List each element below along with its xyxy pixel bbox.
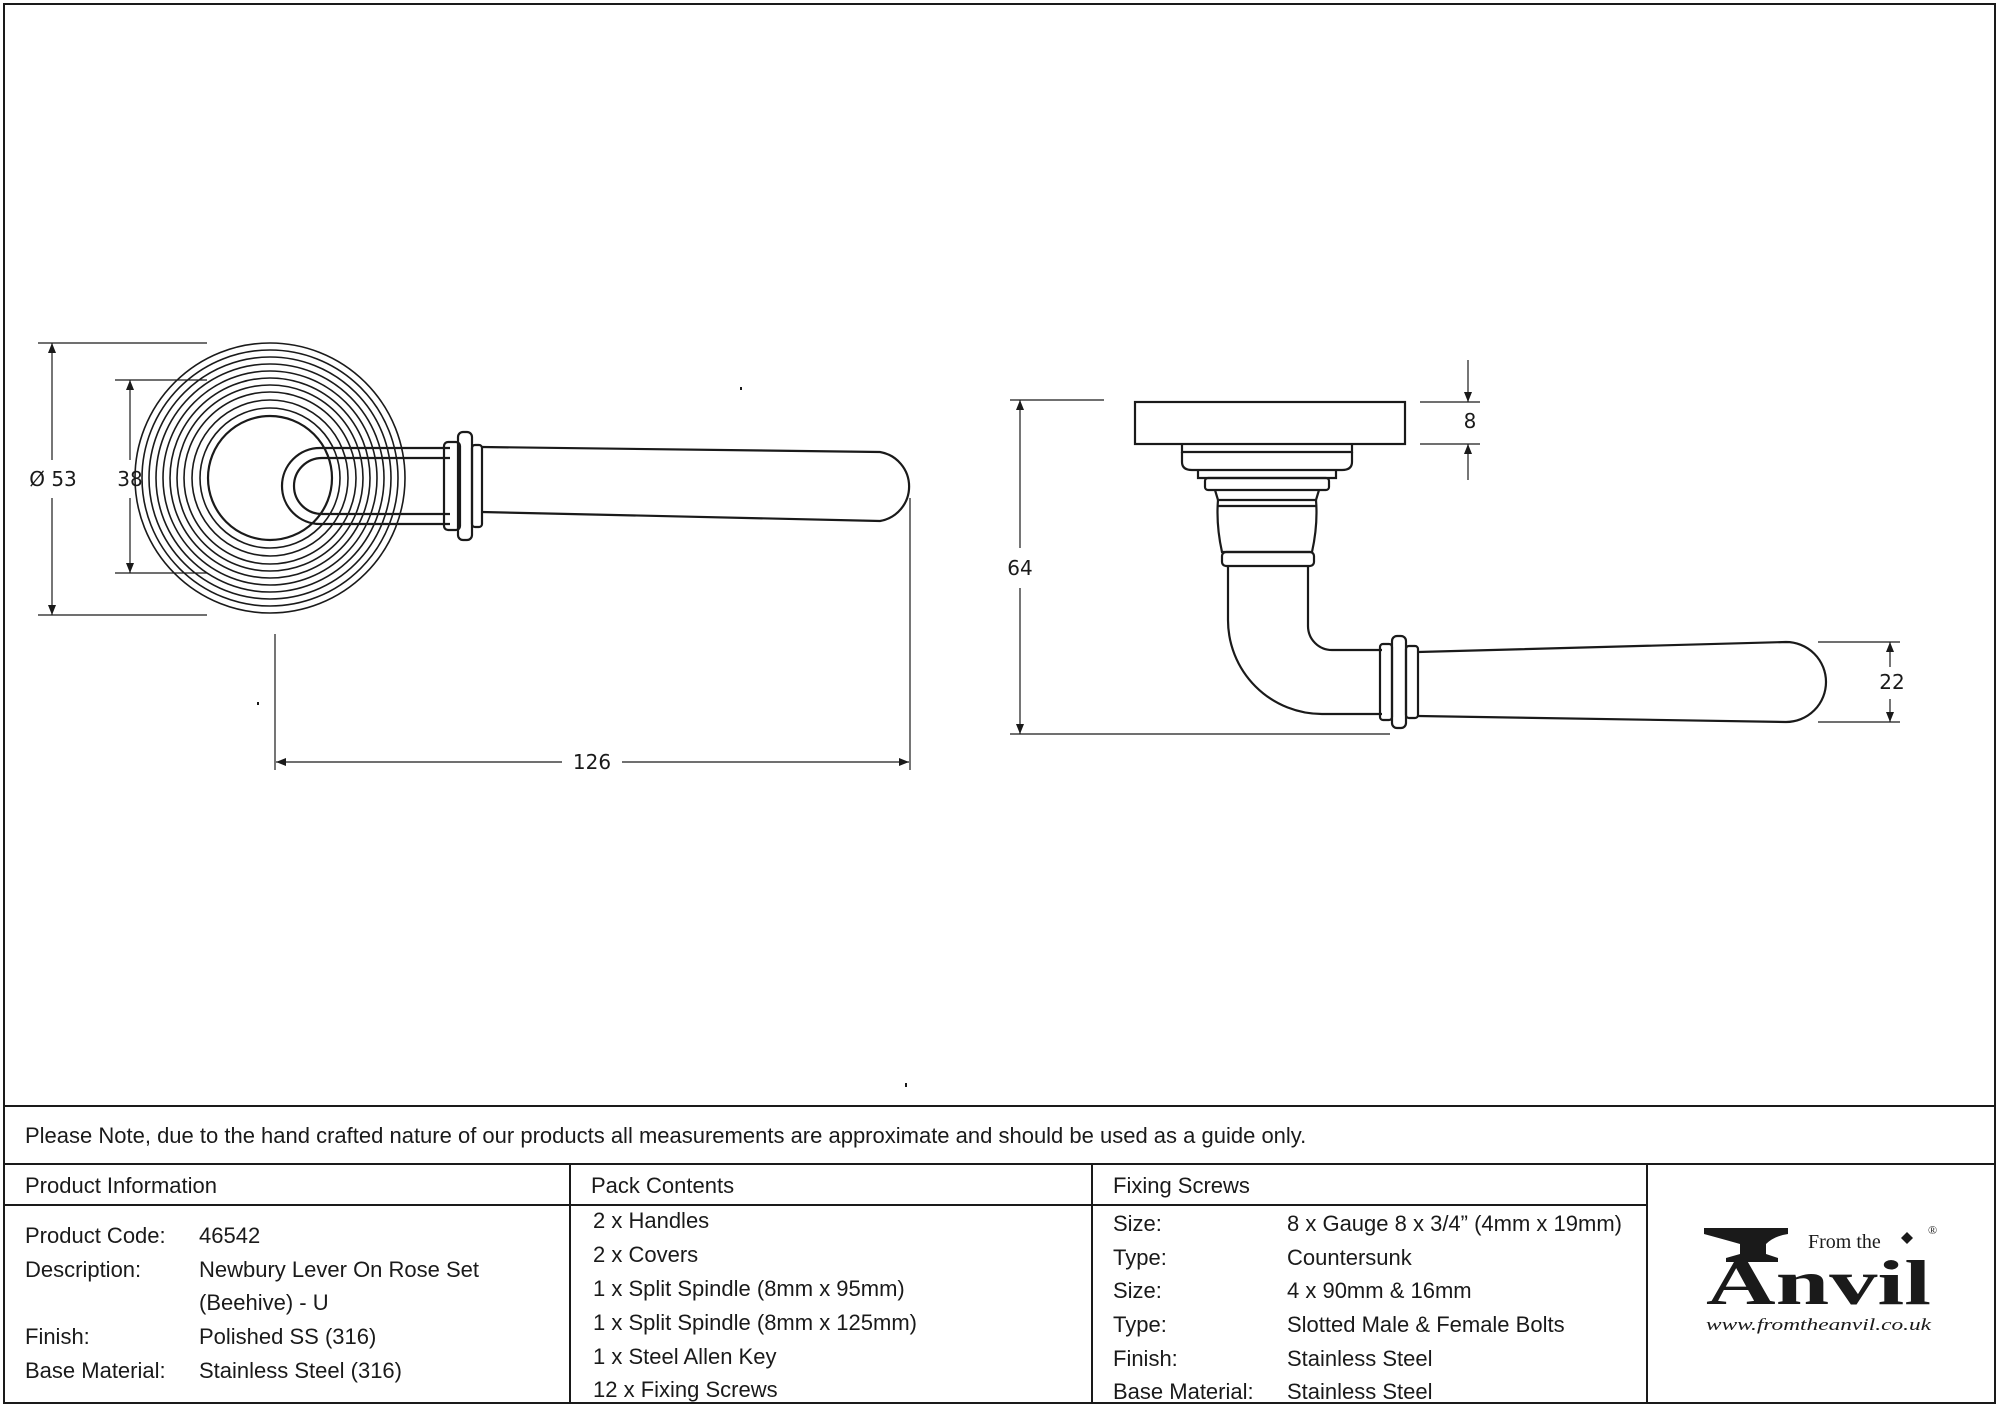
anvil-icon <box>1704 1228 1788 1262</box>
fixing-value: 4 x 90mm & 16mm <box>1287 1278 1472 1303</box>
fixing-label: Type: <box>1113 1312 1167 1337</box>
pack-item: 12 x Fixing Screws <box>593 1377 778 1402</box>
from-the-anvil-logo: From the ® Anvil www.fromtheanvil.co.uk <box>1704 1223 1937 1334</box>
pack-contents-heading: Pack Contents <box>591 1173 735 1198</box>
pack-item: 1 x Steel Allen Key <box>593 1344 777 1369</box>
registered-mark: ® <box>1928 1223 1937 1237</box>
fixing-value: Countersunk <box>1287 1245 1412 1270</box>
fixing-label: Type: <box>1113 1245 1167 1270</box>
disclaimer-note: Please Note, due to the hand crafted nat… <box>25 1123 1307 1148</box>
fixing-label: Finish: <box>1113 1346 1178 1371</box>
info-value: 46542 <box>199 1223 261 1248</box>
fixing-screws-panel: Fixing Screws Size: 8 x Gauge 8 x 3/4” (… <box>1091 1163 1648 1404</box>
product-information-heading: Product Information <box>25 1173 217 1198</box>
logo-panel: From the ® Anvil www.fromtheanvil.co.uk <box>1646 1163 1996 1404</box>
dim-projection: 64 <box>1007 556 1032 580</box>
fixing-label: Size: <box>1113 1211 1162 1236</box>
fixing-label: Size: <box>1113 1278 1162 1303</box>
sheet-specks <box>257 387 907 1087</box>
dim-rose-diameter: Ø 53 <box>29 467 77 491</box>
fixing-screws-heading: Fixing Screws <box>1113 1173 1250 1198</box>
fixing-value: 8 x Gauge 8 x 3/4” (4mm x 19mm) <box>1287 1211 1622 1236</box>
fixing-label: Base Material: <box>1113 1379 1254 1404</box>
logo-website-url: www.fromtheanvil.co.uk <box>1706 1315 1932 1334</box>
info-label: Base Material: <box>25 1358 166 1383</box>
dim-overall-length: 126 <box>573 750 611 774</box>
fixing-value: Stainless Steel <box>1287 1379 1433 1404</box>
pack-item: 2 x Covers <box>593 1242 699 1267</box>
technical-drawing: Ø 53 38 126 8 64 22 <box>29 342 1905 1087</box>
front-view-lever <box>280 430 911 542</box>
info-label: Description: <box>25 1257 142 1282</box>
info-value: Newbury Lever On Rose Set <box>199 1257 480 1282</box>
product-information-panel: Product Information Product Code: 46542 … <box>3 1163 571 1404</box>
logo-from-the: From the <box>1808 1231 1881 1253</box>
drawing-sheet-border <box>3 3 1996 1404</box>
fixing-value: Slotted Male & Female Bolts <box>1287 1312 1565 1337</box>
pack-item: 1 x Split Spindle (8mm x 95mm) <box>593 1276 905 1301</box>
side-view-dimensions <box>1010 360 1900 735</box>
front-view-dimensions <box>38 342 911 770</box>
front-view-rose <box>134 342 406 614</box>
pack-contents-header: Pack Contents <box>569 1163 1091 1206</box>
dim-inner-rose: 38 <box>117 467 142 491</box>
disclaimer-row: Please Note, due to the hand crafted nat… <box>3 1105 1996 1165</box>
fixing-screws-header: Fixing Screws <box>1091 1163 1646 1206</box>
dim-lever-height: 22 <box>1879 670 1904 694</box>
diamond-icon <box>1901 1232 1913 1244</box>
info-value: (Beehive) - U <box>199 1290 329 1315</box>
logo-anvil-wordmark: Anvil <box>1706 1247 1931 1318</box>
dim-rose-thickness: 8 <box>1464 409 1477 433</box>
info-label: Product Code: <box>25 1223 166 1248</box>
pack-item: 1 x Split Spindle (8mm x 125mm) <box>593 1310 917 1335</box>
product-information-header: Product Information <box>3 1163 569 1206</box>
pack-item: 2 x Handles <box>593 1208 710 1233</box>
side-view-lever <box>1133 400 1828 730</box>
info-label: Finish: <box>25 1324 90 1349</box>
pack-contents-panel: Pack Contents 2 x Handles 2 x Covers 1 x… <box>569 1163 1093 1404</box>
info-value: Stainless Steel (316) <box>199 1358 402 1383</box>
fixing-value: Stainless Steel <box>1287 1346 1433 1371</box>
info-value: Polished SS (316) <box>199 1324 377 1349</box>
